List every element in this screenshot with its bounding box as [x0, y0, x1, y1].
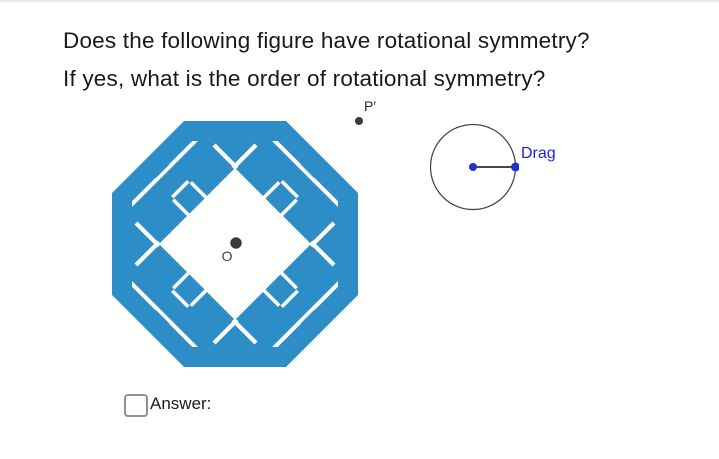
- weave-slit: [172, 198, 191, 217]
- dial-center-point: [469, 163, 477, 171]
- weave-slit: [134, 221, 161, 248]
- point-P-prime-label: P′: [364, 98, 376, 114]
- weave-slit: [154, 163, 173, 182]
- question-line-1: Does the following figure have rotationa…: [63, 28, 590, 53]
- answer-label: Answer:: [150, 394, 212, 413]
- point-P-prime-group: P′: [352, 98, 386, 128]
- interlace-pattern: [132, 141, 338, 347]
- dial-drag-handle[interactable]: [511, 162, 519, 172]
- weave-slit: [171, 180, 190, 199]
- quadrant-motif: [132, 141, 239, 248]
- weave-slit: [189, 181, 208, 200]
- rotation-dial: [429, 123, 519, 211]
- point-P-prime: [355, 117, 363, 125]
- radial-band: [153, 162, 204, 213]
- drag-label: Drag: [521, 145, 556, 162]
- answer-checkbox[interactable]: [124, 394, 148, 417]
- weave-slit: [212, 143, 239, 170]
- point-O-label: O: [222, 248, 233, 264]
- point-O: [230, 237, 242, 249]
- top-divider: [0, 0, 719, 2]
- question-line-2: If yes, what is the order of rotational …: [63, 66, 546, 91]
- rosette-figure: O: [112, 121, 358, 367]
- question-text: Does the following figure have rotationa…: [63, 22, 590, 98]
